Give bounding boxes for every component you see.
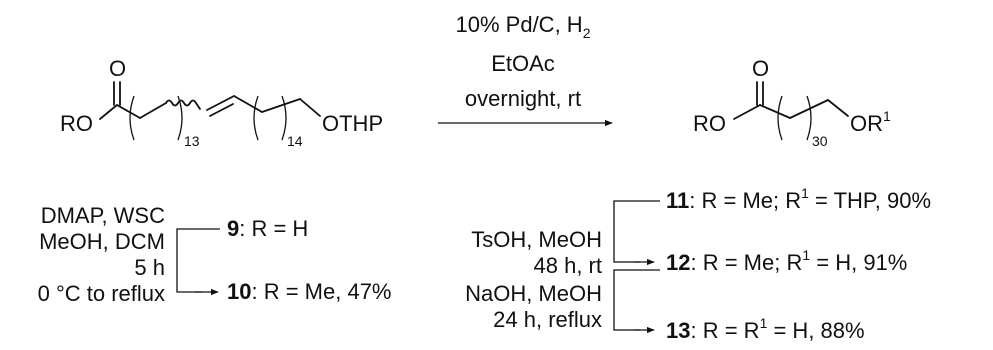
product-or-label: OR1 — [850, 108, 891, 136]
ester-arrow-line — [176, 228, 220, 293]
esterification-step: DMAP, WSC MeOH, DCM 5 h 0 °C to reflux 9… — [38, 203, 392, 306]
ester-condition-2: MeOH, DCM — [39, 229, 165, 254]
reactant-othp-label: OTHP — [322, 111, 383, 136]
reactant-bracket-right-1 — [177, 95, 183, 141]
tsoh-arrow-line — [613, 200, 660, 263]
reactant-oc-bond — [99, 104, 118, 120]
condition-solvent: EtOAc — [491, 51, 555, 76]
reactant-chain-bond-4 — [261, 98, 301, 113]
reactant-chain-bond-5 — [299, 98, 321, 117]
reaction-conditions: 10% Pd/C, H2 EtOAc overnight, rt — [438, 12, 613, 127]
reactant-bracket-right-2 — [281, 95, 287, 141]
naoh-condition-1: NaOH, MeOH — [465, 281, 602, 306]
product-structure: RO O 30 OR1 — [693, 56, 891, 149]
reactant-chain-bond — [116, 104, 141, 119]
reactant-alkene-bond-2 — [209, 103, 234, 117]
reactant-ro-label: RO — [60, 111, 93, 136]
tsoh-condition-1: TsOH, MeOH — [471, 227, 602, 252]
tsoh-condition-2: 48 h, rt — [534, 253, 602, 278]
reactant-chain-bond-3 — [233, 95, 263, 113]
reactant-bracket-left-2 — [253, 95, 259, 141]
naoh-arrow-line — [613, 269, 660, 331]
product-ro-label: RO — [693, 111, 726, 136]
product-oc-bond — [733, 104, 761, 120]
reactant-chain-bond-2 — [139, 102, 167, 119]
compound-11-label: 11: R = Me; R1 = THP, 90% — [666, 185, 931, 213]
reactant-wavy-bond — [165, 99, 201, 110]
product-chain-bond-3 — [827, 99, 849, 117]
reactant-bracket-left-1 — [129, 95, 135, 141]
reactant-carbonyl-o: O — [109, 56, 126, 81]
ester-condition-1: DMAP, WSC — [41, 203, 165, 228]
compound-10-label: 10: R = Me, 47% — [227, 279, 392, 304]
product-repeat-30: 30 — [812, 133, 828, 149]
reactant-repeat-14: 14 — [287, 133, 303, 149]
compound-13-label: 13: R = R1 = H, 88% — [666, 315, 865, 343]
derivative-steps: TsOH, MeOH 48 h, rt NaOH, MeOH 24 h, ref… — [465, 185, 931, 343]
ester-condition-4: 0 °C to reflux — [38, 281, 165, 306]
condition-time-temp: overnight, rt — [465, 86, 581, 111]
compound-12-label: 12: R = Me; R1 = H, 91% — [666, 247, 907, 275]
reactant-alkene-bond — [206, 95, 235, 111]
naoh-condition-2: 24 h, reflux — [493, 307, 602, 332]
compound-9-label: 9: R = H — [227, 216, 308, 241]
product-chain-bond — [759, 104, 791, 119]
reactant-repeat-13: 13 — [184, 133, 200, 149]
product-carbonyl-o: O — [752, 56, 769, 81]
product-chain-bond-2 — [789, 99, 829, 119]
condition-catalyst: 10% Pd/C, H2 — [456, 12, 591, 41]
product-bracket-right — [806, 95, 812, 141]
product-bracket-left — [777, 95, 783, 141]
ester-condition-3: 5 h — [134, 255, 165, 280]
reactant-structure: RO O 13 14 OTHP — [60, 56, 383, 149]
